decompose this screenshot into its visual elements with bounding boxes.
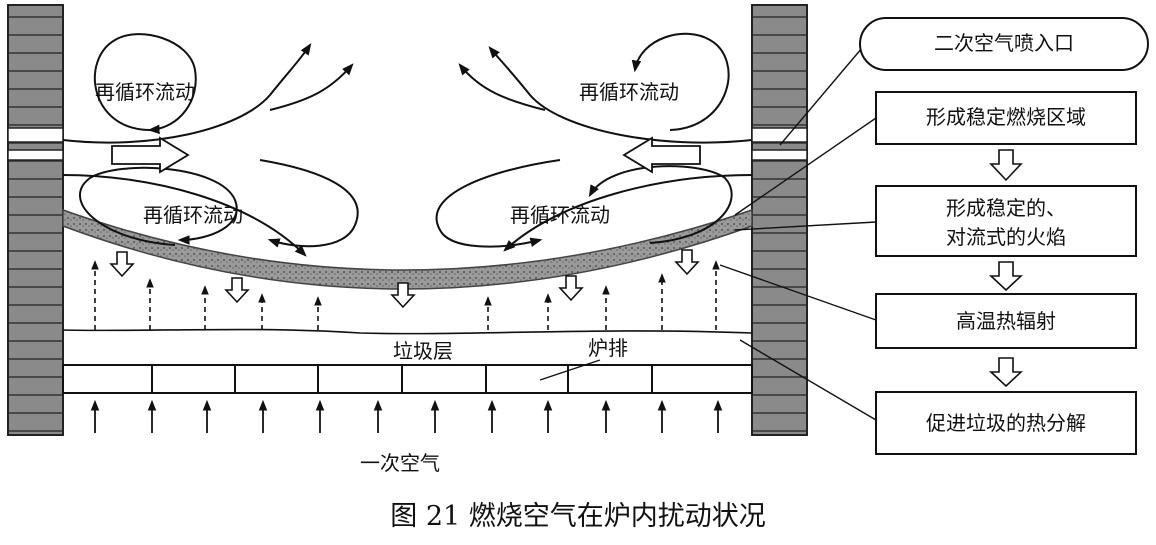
primary-air-arrows [90,399,723,433]
radiation-arrows [109,249,700,309]
figure-caption: 图 21 燃烧空气在炉内扰动状况 [390,501,766,532]
box-stable-flame-line1: 形成稳定的、 [946,196,1066,220]
box-stable-zone [875,91,1137,145]
box-decomposition [875,391,1137,455]
box-radiation-text: 高温热辐射 [956,309,1056,333]
right-wall [751,4,808,436]
label-primary-air: 一次空气 [360,451,440,475]
label-recirc-mid-left: 再循环流动 [143,203,243,227]
grate-leader [539,359,601,381]
box-stable-flame [875,185,1137,257]
flow-arrow-2 [988,261,1024,292]
box-secondary-inlet-text: 二次空气喷入口 [934,31,1074,55]
secondary-air-arrow-left [111,136,190,174]
grate [62,364,753,394]
pyrolysis-gas-arrows [91,260,720,330]
label-waste-layer: 垃圾层 [393,339,453,363]
waste-layer-surface [62,328,753,335]
box-decomposition-text: 促进垃圾的热分解 [926,411,1086,435]
recirculation-flows [62,32,753,257]
label-recirc-top-left: 再循环流动 [95,80,195,104]
flame-band [62,208,753,290]
label-grate: 炉排 [588,336,628,360]
left-wall [7,4,64,436]
label-recirc-mid-right: 再循环流动 [510,203,610,227]
flow-arrow-1 [989,149,1023,182]
label-recirc-top-right: 再循环流动 [579,80,679,104]
leader-lines [719,47,877,421]
flow-arrow-3 [988,357,1024,388]
secondary-air-arrow-right [622,136,701,174]
box-stable-flame-line2: 对流式的火焰 [946,225,1066,249]
box-secondary-inlet [859,17,1149,71]
box-radiation [875,293,1137,349]
box-stable-zone-text: 形成稳定燃烧区域 [926,105,1086,129]
